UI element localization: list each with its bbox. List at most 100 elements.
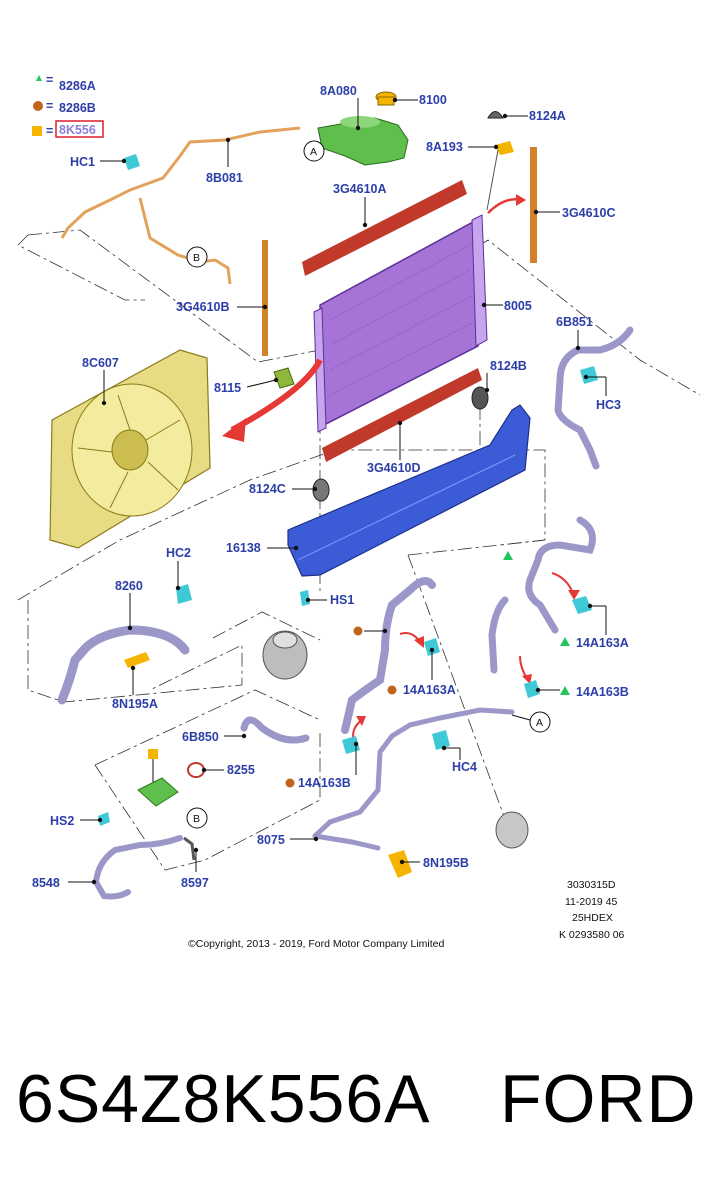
label-8124c: 8124C xyxy=(249,482,286,496)
marker-circle-3 xyxy=(285,778,295,788)
callout-a-top: A xyxy=(310,146,317,158)
label-3g4610a: 3G4610A xyxy=(333,182,387,196)
clip-14a163a-m xyxy=(424,638,440,656)
callout-a-bottom: A xyxy=(536,717,543,729)
seal-3g4610c xyxy=(530,147,537,263)
triangle-icon xyxy=(36,75,42,81)
label-hs2: HS2 xyxy=(50,814,74,828)
clip-hc4 xyxy=(432,730,450,750)
label-8597: 8597 xyxy=(181,876,209,890)
part-labels: 8A080 8100 8124A 8A193 HC1 8B081 3G4610A… xyxy=(32,84,629,890)
label-8075: 8075 xyxy=(257,833,285,847)
marker-circle-1 xyxy=(353,626,363,636)
water-pump xyxy=(262,630,308,680)
bracket-8a193 xyxy=(486,141,514,211)
legend: = 8286A = 8286B = 8K556 xyxy=(32,73,104,138)
legend-code-8286b: 8286B xyxy=(59,101,96,115)
diagram-markers xyxy=(148,551,570,788)
seal-3g4610a xyxy=(302,180,467,276)
label-8124a: 8124A xyxy=(529,109,566,123)
bracket-8n195a xyxy=(124,652,150,668)
lower-support-16138 xyxy=(287,404,531,577)
clip-hc2 xyxy=(176,584,192,604)
highlight-box xyxy=(55,120,104,138)
hose-8075 xyxy=(312,707,515,851)
label-8100: 8100 xyxy=(419,93,447,107)
clip-14a163b-r xyxy=(524,680,540,698)
rubber-mount-8124b xyxy=(471,386,489,410)
clip-hc3 xyxy=(580,366,598,384)
label-14a163b-right: 14A163B xyxy=(576,685,629,699)
info-block: 3030315D 11-2019 45 25HDEX K 0293580 06 xyxy=(559,879,625,941)
callout-b-top: B xyxy=(193,252,200,264)
label-3g4610d: 3G4610D xyxy=(367,461,421,475)
hose-right xyxy=(488,516,596,674)
circle-icon xyxy=(33,101,43,111)
label-hc4: HC4 xyxy=(452,760,477,774)
label-8124b: 8124B xyxy=(490,359,527,373)
label-hc2: HC2 xyxy=(166,546,191,560)
marker-triangle-1 xyxy=(503,551,513,560)
label-14a163a-middle: 14A163A xyxy=(403,683,456,697)
square-icon xyxy=(32,126,42,136)
label-hc1: HC1 xyxy=(70,155,95,169)
label-8255: 8255 xyxy=(227,763,255,777)
label-6b850: 6B850 xyxy=(182,730,219,744)
svg-text:=: = xyxy=(46,99,53,113)
label-8548: 8548 xyxy=(32,876,60,890)
label-14a163a-right: 14A163A xyxy=(576,636,629,650)
info-line-3: 25HDEX xyxy=(572,912,613,924)
label-hc3: HC3 xyxy=(596,398,621,412)
connector-8k556 xyxy=(137,777,179,807)
legend-code-8k556: 8K556 xyxy=(59,123,96,137)
hose-8597 xyxy=(183,836,196,861)
thermostat-housing xyxy=(495,811,529,849)
label-3g4610c: 3G4610C xyxy=(562,206,616,220)
marker-triangle-3 xyxy=(560,686,570,695)
hose-8260 xyxy=(57,625,190,705)
rubber-mount-8124c xyxy=(312,478,330,502)
label-14a163b-middle: 14A163B xyxy=(298,776,351,790)
seal-3g4610d xyxy=(322,368,482,462)
reservoir-cap xyxy=(375,91,397,106)
brand-name: FORD xyxy=(500,1061,697,1137)
parts-diagram: = 8286A = 8286B = 8K556 xyxy=(17,73,701,950)
label-8a080: 8A080 xyxy=(320,84,357,98)
footer: 6S4Z8K556A FORD xyxy=(0,1000,708,1200)
marker-square-1 xyxy=(148,749,158,759)
callouts: A B A B xyxy=(186,140,551,829)
clip-hc1 xyxy=(124,154,140,170)
clip-hs2 xyxy=(98,812,110,826)
label-8115: 8115 xyxy=(214,381,241,395)
legend-equals-1: = xyxy=(46,73,53,87)
bracket-8115 xyxy=(273,367,295,389)
hose-6b850 xyxy=(240,716,310,744)
label-8c607: 8C607 xyxy=(82,356,119,370)
label-8b081: 8B081 xyxy=(206,171,243,185)
label-8a193: 8A193 xyxy=(426,140,463,154)
hose-8548 xyxy=(92,835,183,900)
label-8260: 8260 xyxy=(115,579,143,593)
svg-text:=: = xyxy=(46,124,53,138)
label-8n195b: 8N195B xyxy=(423,856,469,870)
label-8n195a: 8N195A xyxy=(112,697,158,711)
label-3g4610b: 3G4610B xyxy=(176,300,230,314)
bracket-8n195b xyxy=(388,850,412,878)
legend-code-8286a: 8286A xyxy=(59,79,96,93)
sensor-8255 xyxy=(187,762,205,778)
hose-6b851 xyxy=(554,326,634,470)
label-hs1: HS1 xyxy=(330,593,354,607)
marker-circle-2 xyxy=(387,685,397,695)
marker-triangle-2 xyxy=(560,637,570,646)
seal-3g4610b xyxy=(262,240,268,356)
label-6b851: 6B851 xyxy=(556,315,593,329)
hose-clips xyxy=(98,154,598,826)
info-line-4: K 0293580 06 xyxy=(559,929,625,941)
hose-middle xyxy=(341,577,436,734)
group-outlines xyxy=(17,229,701,871)
rubber-mount-8124a xyxy=(487,111,504,119)
part-number: 6S4Z8K556A xyxy=(16,1061,431,1137)
fan-shroud xyxy=(49,349,211,549)
coolant-reservoir xyxy=(317,116,409,166)
radiator xyxy=(313,214,488,433)
